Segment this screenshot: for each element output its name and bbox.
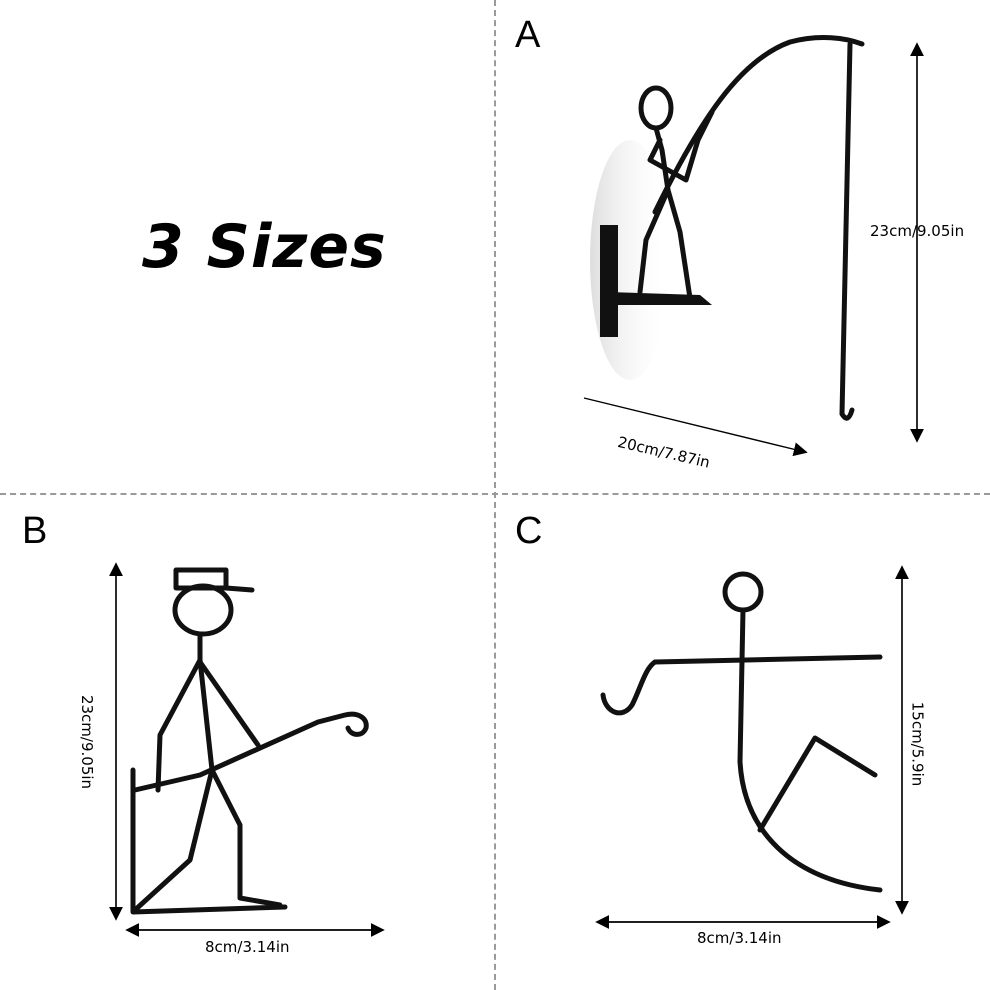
- panel-a-label: A: [515, 14, 541, 56]
- vertical-divider: [494, 0, 496, 990]
- sizes-headline: 3 Sizes: [142, 212, 387, 282]
- panel-b-label: B: [22, 510, 48, 552]
- acrobat-hook-c: [600, 571, 883, 893]
- dimension-arrows: [109, 42, 924, 937]
- panel-c-height-label: 15cm/5.9in: [908, 701, 927, 787]
- panel-a-height-label: 23cm/9.05in: [870, 222, 965, 240]
- panel-c-width-label: 8cm/3.14in: [697, 929, 782, 947]
- horizontal-divider: [0, 493, 990, 495]
- panel-c-label: C: [515, 510, 543, 552]
- fisherman-hook-a: [590, 35, 865, 421]
- panel-b-width-label: 8cm/3.14in: [205, 938, 290, 956]
- golfer-hook-b: [130, 567, 369, 915]
- panel-b-height-label: 23cm/9.05in: [78, 694, 97, 790]
